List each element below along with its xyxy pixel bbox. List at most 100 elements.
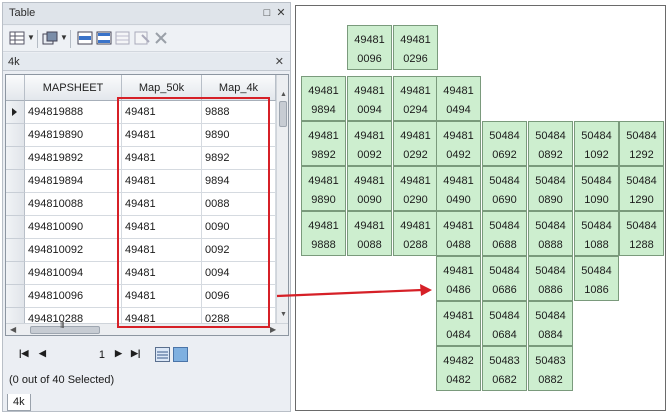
scroll-up-icon[interactable]: ▲ xyxy=(280,91,287,98)
show-selected-records-icon[interactable] xyxy=(173,347,188,362)
table-cell[interactable]: 0088 xyxy=(202,193,276,216)
row-selector[interactable] xyxy=(6,216,25,239)
delete-selected-icon[interactable] xyxy=(134,31,150,45)
vertical-scrollbar[interactable]: ▲▼ xyxy=(276,75,288,323)
row-selector[interactable] xyxy=(6,101,25,124)
table-cell[interactable]: 9890 xyxy=(202,124,276,147)
table-cell[interactable]: 9888 xyxy=(202,101,276,124)
table-cell[interactable]: 0092 xyxy=(202,239,276,262)
table-cell[interactable]: 49481 xyxy=(122,262,202,285)
table-cell[interactable]: 494810092 xyxy=(25,239,122,262)
next-record-icon[interactable]: ▶ xyxy=(115,348,122,358)
first-record-icon[interactable]: |◀ xyxy=(19,348,29,358)
delete-icon[interactable] xyxy=(153,31,169,45)
table-cell[interactable]: 494819894 xyxy=(25,170,122,193)
close-table-icon[interactable]: ✕ xyxy=(274,56,284,68)
table-cell[interactable]: 49481 xyxy=(122,239,202,262)
table-cell[interactable]: 49481 xyxy=(122,170,202,193)
table-cell[interactable]: 0090 xyxy=(202,216,276,239)
table-cell[interactable]: 494819890 xyxy=(25,124,122,147)
related-tables-icon[interactable] xyxy=(42,31,58,45)
scroll-left-icon[interactable]: ◀ xyxy=(10,325,17,334)
column-header[interactable]: MAPSHEET xyxy=(25,75,122,101)
row-selector[interactable] xyxy=(6,262,25,285)
table-cell[interactable]: 494819888 xyxy=(25,101,122,124)
switch-selection-icon[interactable] xyxy=(96,31,112,45)
table-cell[interactable]: 49481 xyxy=(122,101,202,124)
show-all-records-icon[interactable] xyxy=(155,347,170,362)
table-cell[interactable]: 0096 xyxy=(202,285,276,308)
table-options-icon[interactable] xyxy=(9,31,25,45)
last-record-icon[interactable]: ▶| xyxy=(131,348,141,358)
table-cell[interactable]: 49481 xyxy=(122,216,202,239)
row-selector[interactable] xyxy=(6,193,25,216)
table-cell[interactable]: 9894 xyxy=(202,170,276,193)
table-cell[interactable]: 494810096 xyxy=(25,285,122,308)
horizontal-scroll-thumb[interactable] xyxy=(30,326,100,334)
table-cell[interactable]: 0094 xyxy=(202,262,276,285)
table-cell[interactable]: 494810090 xyxy=(25,216,122,239)
select-by-attributes-icon[interactable] xyxy=(77,31,93,45)
scroll-down-icon[interactable]: ▼ xyxy=(280,311,287,318)
row-selector-header[interactable] xyxy=(6,75,25,101)
close-window-icon[interactable]: ✕ xyxy=(276,7,286,19)
previous-record-icon[interactable]: ◀ xyxy=(39,348,46,358)
table-cell[interactable]: 494810094 xyxy=(25,262,122,285)
row-selector[interactable] xyxy=(6,285,25,308)
table-cell[interactable]: 49481 xyxy=(122,285,202,308)
vertical-scroll-thumb[interactable] xyxy=(279,101,287,127)
table-cell[interactable]: 49481 xyxy=(122,193,202,216)
table-cell[interactable]: 494810088 xyxy=(25,193,122,216)
scroll-right-icon[interactable]: ▶ xyxy=(270,325,277,334)
row-selector[interactable] xyxy=(6,147,25,170)
column-header[interactable]: Map_4k xyxy=(202,75,276,101)
record-number-field[interactable]: 1 xyxy=(98,349,105,361)
row-selector[interactable] xyxy=(6,124,25,147)
related-tables-dropdown-icon[interactable]: ▼ xyxy=(60,33,68,42)
row-selector[interactable] xyxy=(6,170,25,193)
title-bar[interactable]: Table □ ✕ xyxy=(3,3,290,25)
bottom-table-tab[interactable]: 4k xyxy=(7,394,31,411)
clear-selection-icon[interactable] xyxy=(115,31,131,45)
table-cell[interactable]: 49481 xyxy=(122,124,202,147)
float-window-icon[interactable]: □ xyxy=(263,7,271,19)
table-cell[interactable]: 9892 xyxy=(202,147,276,170)
horizontal-scrollbar[interactable]: ◀III▶ xyxy=(6,321,288,335)
table-cell[interactable]: 494819892 xyxy=(25,147,122,170)
table-tab-name[interactable]: 4k xyxy=(8,56,20,68)
